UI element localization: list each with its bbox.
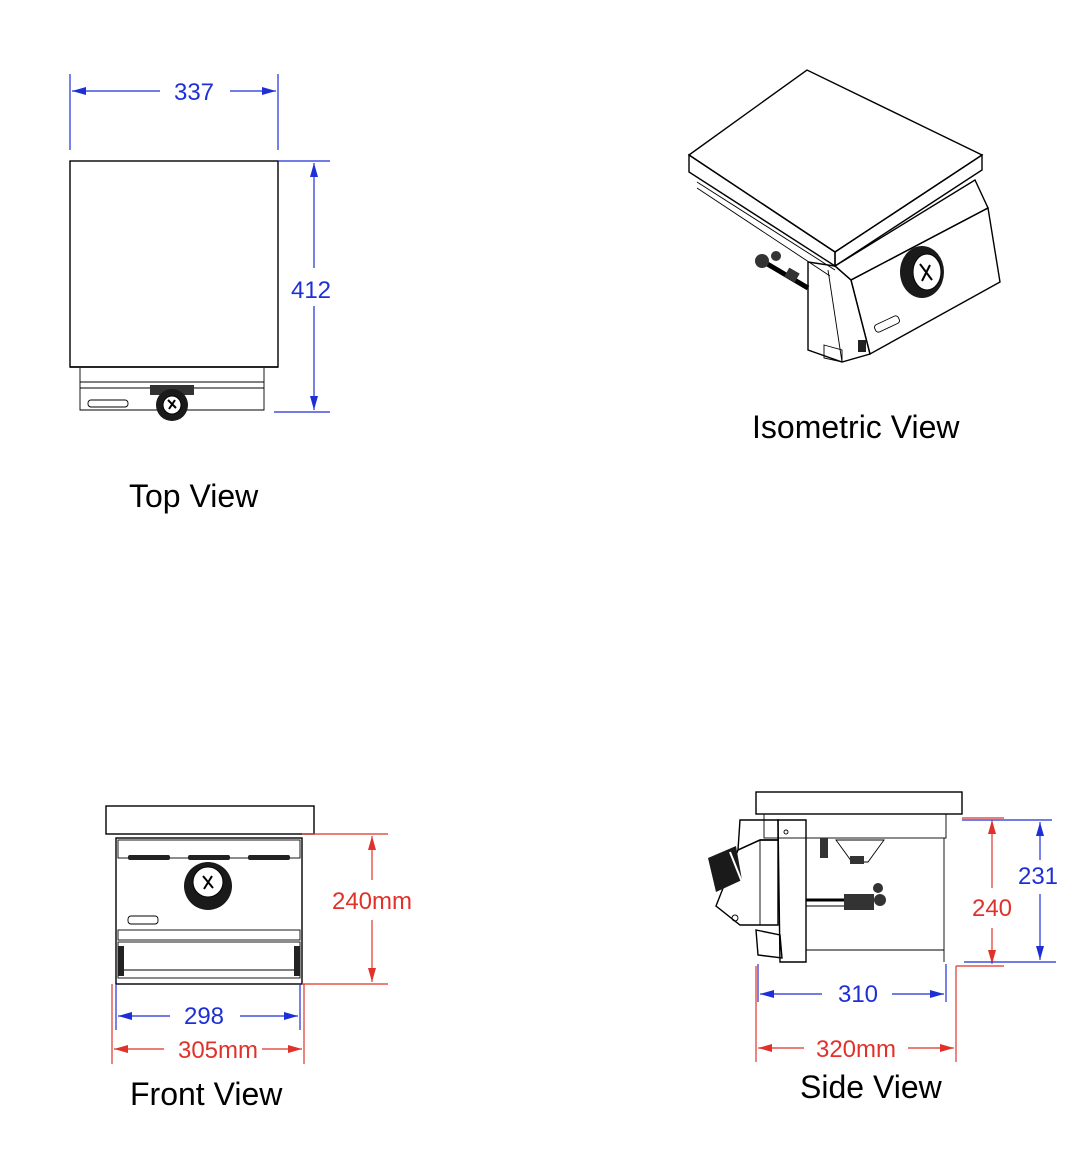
side-view-label: Side View	[800, 1069, 942, 1105]
knob-icon	[708, 846, 743, 892]
front-outer-width-dimension: 305mm	[178, 1037, 258, 1064]
knob-icon	[900, 246, 944, 298]
side-inner-depth-dimension: 310	[838, 981, 878, 1008]
front-view-label: Front View	[130, 1076, 283, 1112]
side-outer-height-dimension: 240	[972, 895, 1012, 922]
top-view: 337 412	[69, 74, 331, 421]
isometric-view-label: Isometric View	[752, 409, 960, 445]
isometric-view	[687, 69, 1001, 363]
front-view: 240mm 298 305mm	[105, 805, 412, 1064]
side-outer-depth-dimension: 320mm	[816, 1036, 896, 1063]
side-inner-height-dimension: 231	[1018, 863, 1058, 890]
knob-icon	[184, 862, 232, 910]
knob-icon	[150, 385, 194, 421]
front-inner-width-dimension: 298	[184, 1003, 224, 1030]
side-view: 240 231 310 320mm	[708, 791, 1058, 1063]
top-width-dimension: 337	[174, 79, 214, 106]
front-height-dimension: 240mm	[332, 888, 412, 915]
gas-fitting-icon	[755, 251, 810, 291]
top-view-label: Top View	[129, 478, 259, 514]
top-depth-dimension: 412	[291, 277, 331, 304]
